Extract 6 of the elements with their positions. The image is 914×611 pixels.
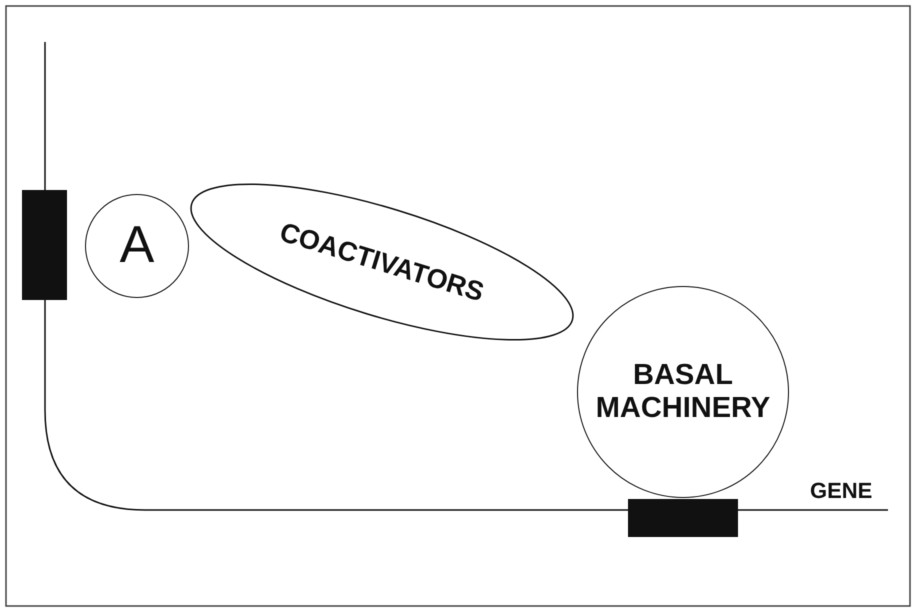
- promoter-block: [628, 499, 738, 537]
- gene-label: GENE: [810, 478, 872, 504]
- node-label: BASAL MACHINERY: [594, 358, 772, 426]
- node-label: A: [120, 216, 154, 276]
- enhancer-block: [22, 190, 67, 300]
- coactivator-ellipse: [190, 183, 574, 341]
